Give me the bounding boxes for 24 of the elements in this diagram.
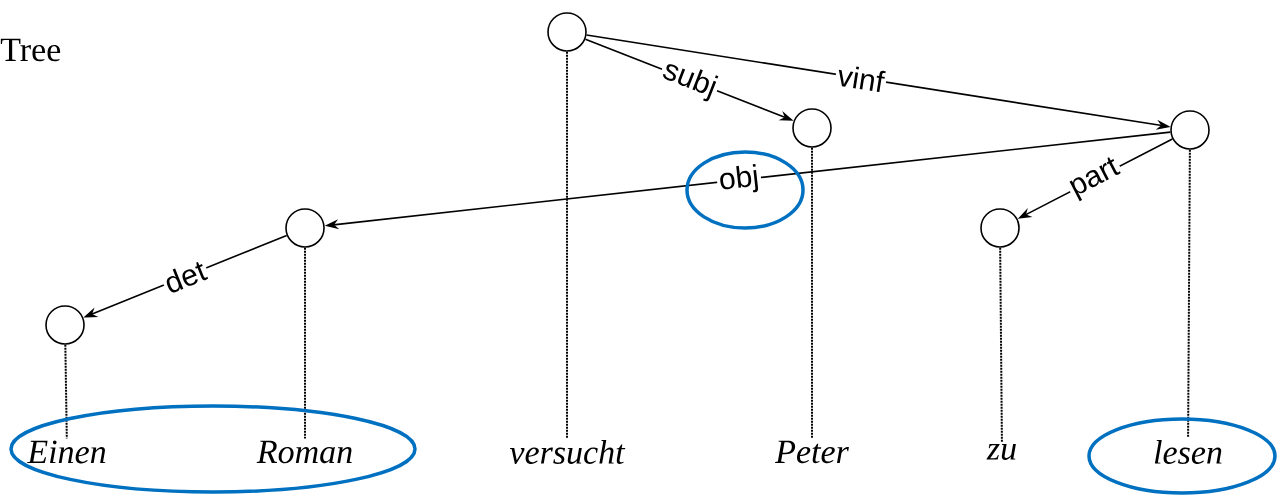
projection-line — [811, 146, 813, 440]
circle-node — [1170, 110, 1210, 150]
edge-label: subj — [656, 54, 723, 106]
edge-label: vinf — [833, 61, 888, 95]
circle-node — [45, 305, 85, 345]
word: Peter — [775, 440, 849, 464]
word: Roman — [256, 440, 352, 464]
word: zu — [986, 444, 1016, 460]
projection-line — [566, 50, 568, 439]
projection-line — [1187, 148, 1191, 439]
word: lesen — [1154, 440, 1222, 464]
projection-line — [304, 246, 306, 440]
word: Einen — [26, 440, 106, 464]
edge-label: obj — [715, 161, 763, 199]
circle-node — [285, 208, 325, 248]
circle-node — [547, 12, 587, 52]
circle-node — [980, 208, 1020, 248]
projection-line — [64, 343, 68, 440]
edge-label: det — [158, 255, 212, 298]
projection-line — [999, 246, 1003, 443]
edge-label: part — [1063, 153, 1127, 205]
word: versucht — [509, 440, 626, 464]
title: Tree — [0, 38, 61, 62]
circle-node — [792, 108, 832, 148]
